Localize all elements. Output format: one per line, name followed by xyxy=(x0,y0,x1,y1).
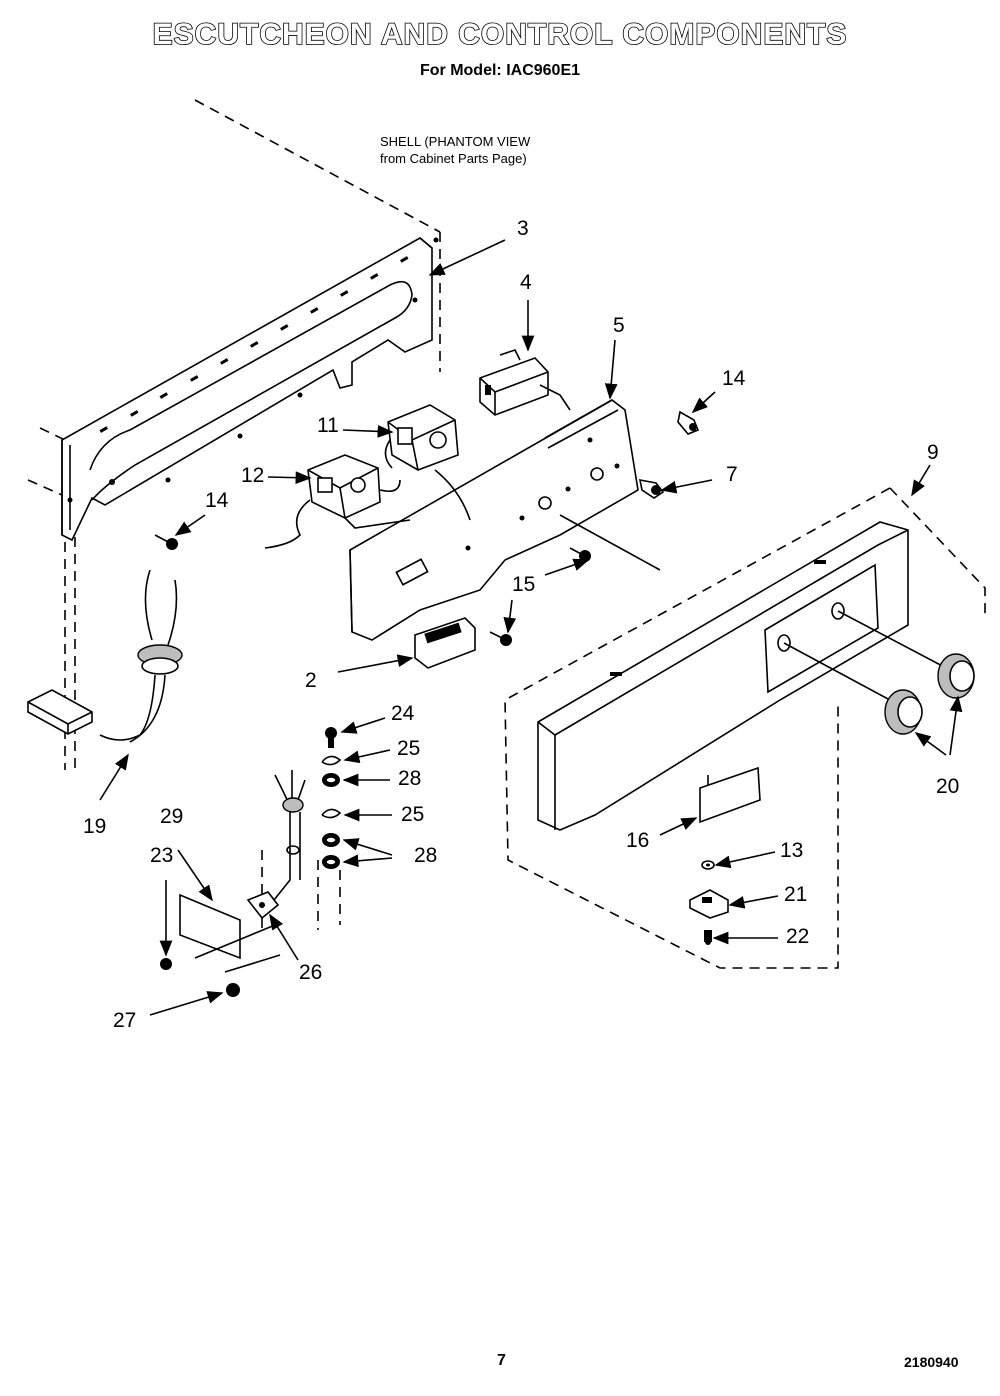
callout-25-upper: 25 xyxy=(397,737,421,760)
callout-14-top: 14 xyxy=(722,367,746,390)
callout-4: 4 xyxy=(520,271,532,294)
callout-3: 3 xyxy=(517,217,529,240)
part-2-terminal xyxy=(414,617,476,669)
page-number: 7 xyxy=(497,1352,506,1369)
callout-2: 2 xyxy=(305,669,317,692)
callout-23: 23 xyxy=(150,844,174,867)
part-21-clip xyxy=(689,889,729,919)
part-24-screw xyxy=(325,727,337,748)
note-line-2: from Cabinet Parts Page) xyxy=(380,151,527,166)
callout-15: 15 xyxy=(512,573,536,596)
callout-29: 29 xyxy=(160,805,184,828)
callout-12: 12 xyxy=(241,464,265,487)
part-20-knobs xyxy=(884,653,975,735)
callout-16: 16 xyxy=(626,829,650,852)
part-13-washer xyxy=(701,860,715,870)
part-19-power-cord xyxy=(27,569,183,743)
callout-28-upper: 28 xyxy=(398,767,422,790)
callout-7: 7 xyxy=(726,463,738,486)
page-title: ESCUTCHEON AND CONTROL COMPONENTS xyxy=(152,17,848,52)
callout-19: 19 xyxy=(83,815,107,838)
part-29-bracket xyxy=(179,893,281,973)
model-subtitle: For Model: IAC960E1 xyxy=(419,62,581,79)
callout-24: 24 xyxy=(391,702,415,725)
callout-20: 20 xyxy=(936,775,960,798)
part-25-clip-upper xyxy=(321,755,342,766)
part-5-control-bracket xyxy=(349,399,661,641)
callout-25-lower: 25 xyxy=(401,803,425,826)
part-12-switch xyxy=(264,454,411,549)
part-28-grommets-lower xyxy=(322,833,340,869)
callout-14-left: 14 xyxy=(205,489,229,512)
leader-lines xyxy=(99,239,963,1016)
screw-14-top xyxy=(677,410,700,435)
part-28-grommet-upper xyxy=(322,773,340,787)
document-number: 2180940 xyxy=(904,1354,959,1370)
part-16-label xyxy=(699,766,761,824)
callout-9: 9 xyxy=(927,441,939,464)
callout-27: 27 xyxy=(113,1009,137,1032)
callout-28-lower: 28 xyxy=(414,844,438,867)
callout-21: 21 xyxy=(784,883,808,906)
callout-11: 11 xyxy=(317,414,339,437)
screw-7 xyxy=(638,478,665,499)
part-27-screw xyxy=(226,983,240,997)
part-3-frame xyxy=(61,237,439,542)
part-26-wiring-connector xyxy=(246,770,341,930)
part-11-switch xyxy=(384,404,471,521)
callout-22: 22 xyxy=(786,925,810,948)
callout-26: 26 xyxy=(299,961,323,984)
part-23-screw xyxy=(160,958,172,970)
part-22-screw xyxy=(704,930,712,945)
shell-phantom-note: SHELL (PHANTOM VIEW from Cabinet Parts P… xyxy=(380,133,530,167)
screw-14-left xyxy=(154,534,178,550)
screw-15b xyxy=(489,631,512,646)
part-25-clip-lower xyxy=(321,808,342,819)
callout-13: 13 xyxy=(780,839,804,862)
part-4-switch xyxy=(479,349,571,416)
part-9-escutcheon xyxy=(504,487,986,969)
note-line-1: SHELL (PHANTOM VIEW xyxy=(380,134,531,149)
callout-5: 5 xyxy=(613,314,625,337)
